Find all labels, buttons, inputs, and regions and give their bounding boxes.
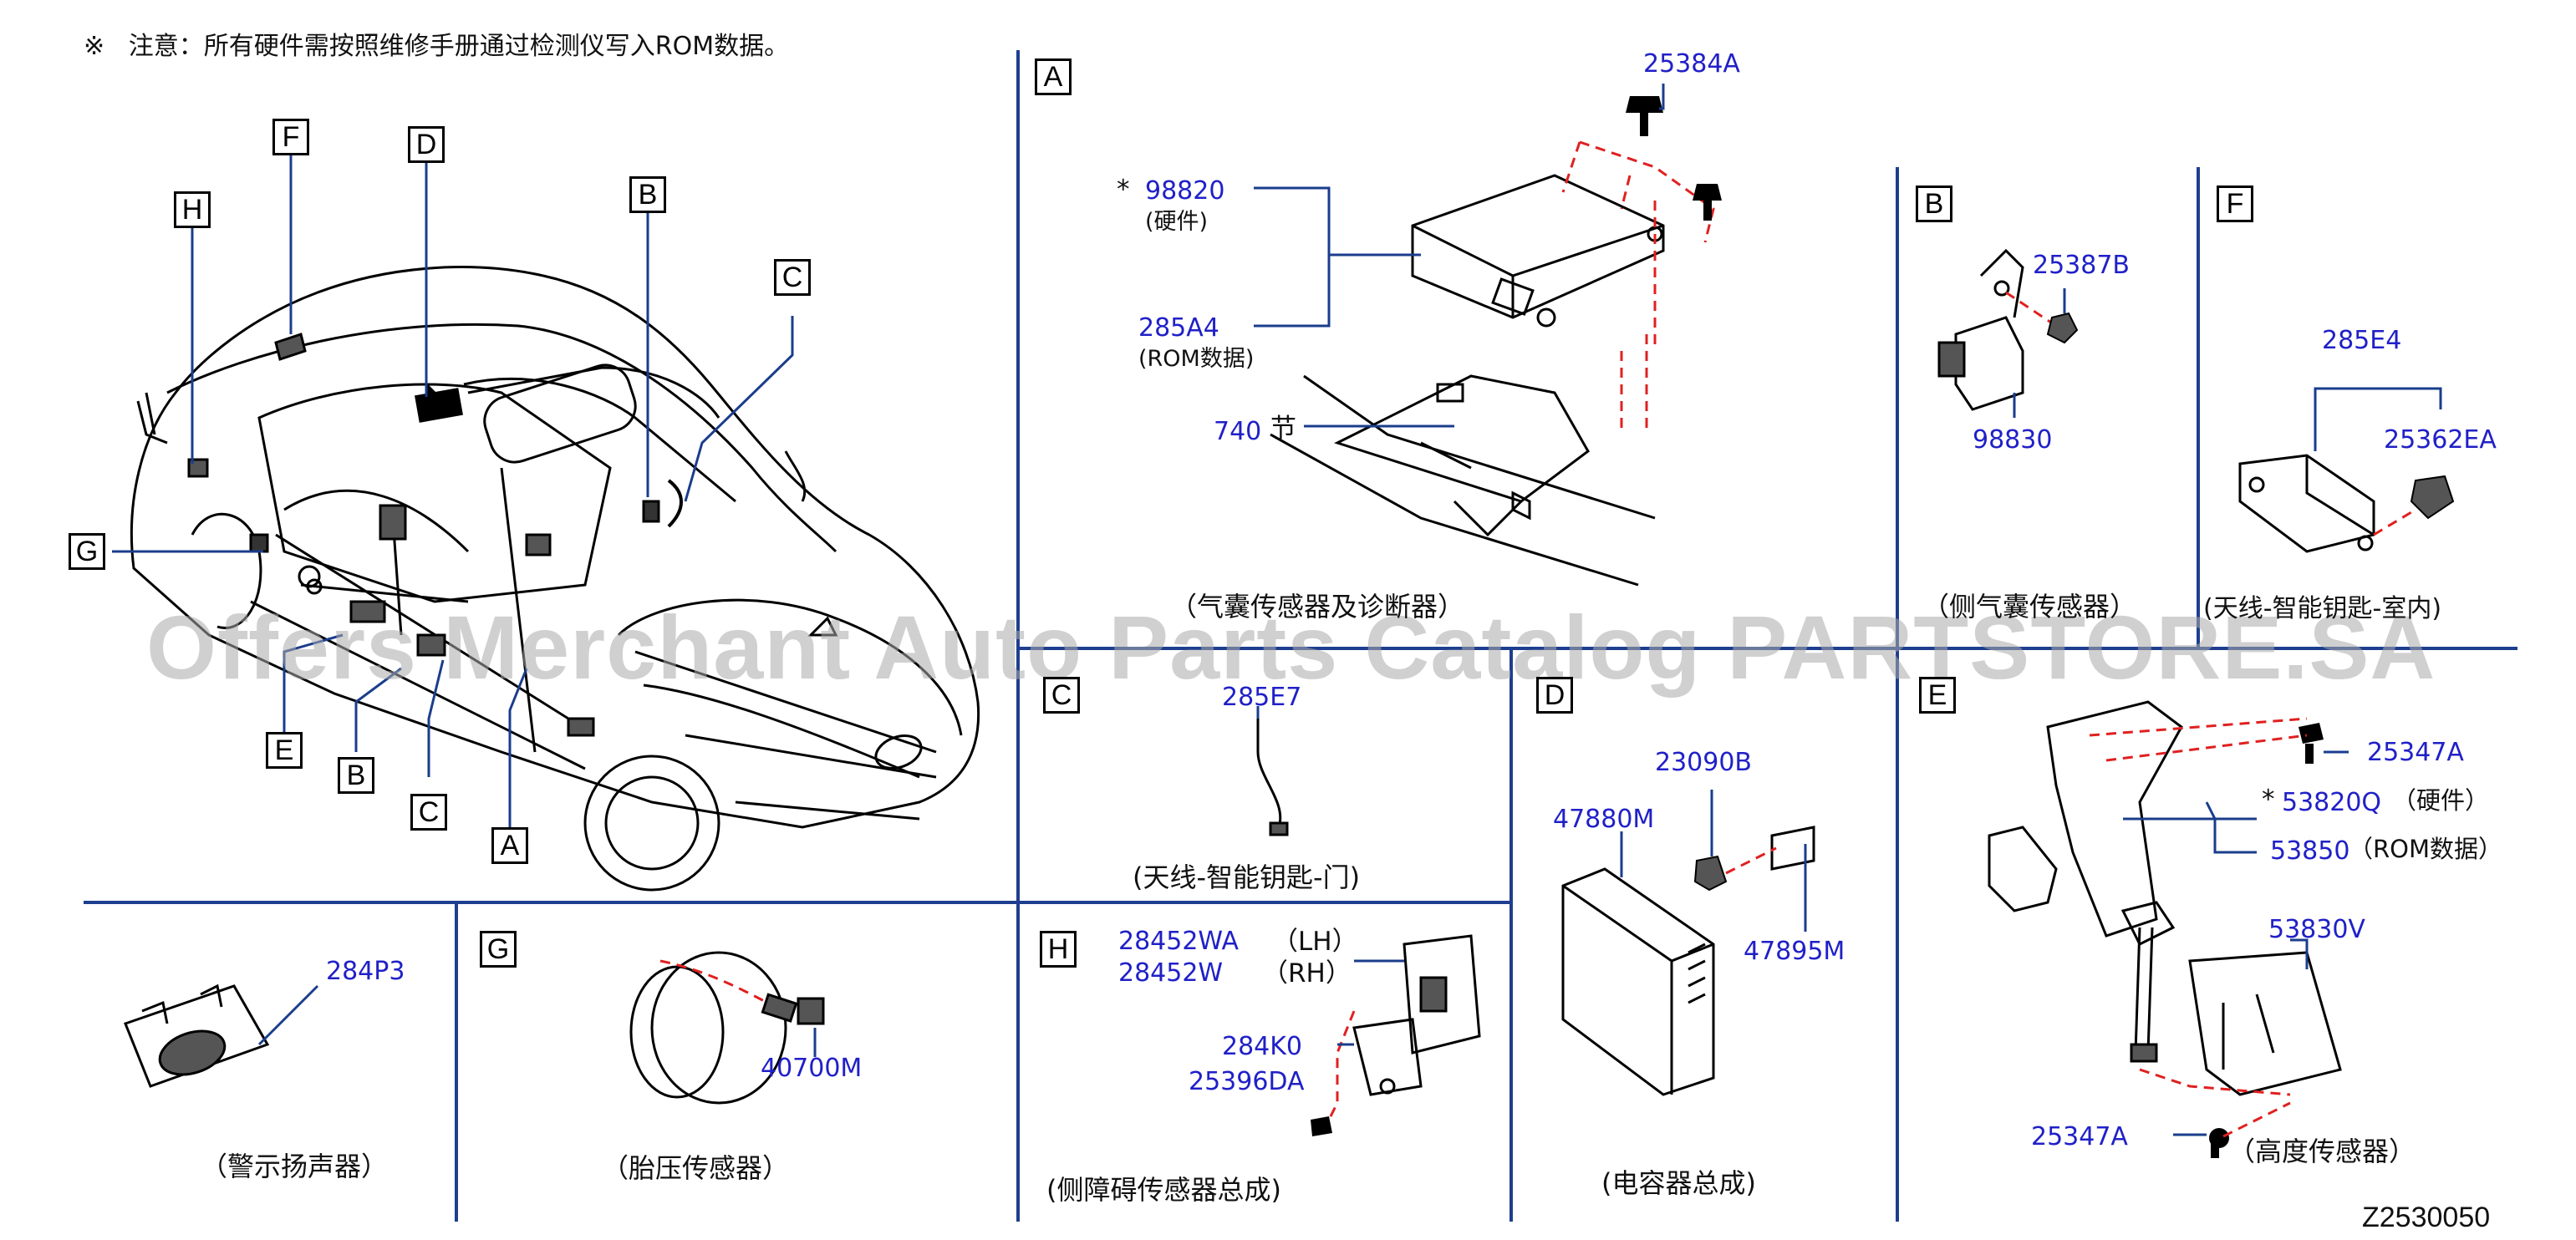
section-h-caption: (侧障碍传感器总成) (1046, 1174, 1281, 1206)
section-dividers (84, 50, 2517, 1222)
note-text: 注意：所有硬件需按照维修手册通过检测仪写入ROM数据。 (128, 32, 790, 61)
section-g-letter: G (480, 931, 517, 968)
part-47895m[interactable]: 47895M (1744, 937, 1845, 966)
side-obstacle-leaders (1337, 959, 1404, 1046)
part-53820q[interactable]: 53820Q (2282, 788, 2382, 817)
car-callout-b-bottom[interactable]: B (338, 757, 374, 794)
car-callout-h[interactable]: H (174, 191, 211, 228)
car-callout-b-top[interactable]: B (629, 176, 666, 213)
section-e-letter: E (1919, 677, 1956, 714)
note-banner: ※ 注意：所有硬件需按照维修手册通过检测仪写入ROM数据。 (84, 25, 789, 62)
part-53820q-note: （硬件） (2392, 786, 2490, 815)
side-airbag-leaders (2013, 288, 2066, 418)
height-sensor-leaders (2123, 750, 2349, 1136)
section-f-caption: (天线-智能钥匙-室内) (2203, 594, 2442, 623)
part-40700m[interactable]: 40700M (761, 1054, 863, 1083)
part-25347a-top[interactable]: 25347A (2367, 738, 2464, 767)
part-284k0[interactable]: 284K0 (1222, 1032, 1303, 1061)
part-53850-note: （ROM数据） (2349, 835, 2502, 863)
part-98830[interactable]: 98830 (1973, 425, 2053, 455)
section-a-star: * (1117, 175, 1130, 205)
part-53830v[interactable]: 53830V (2268, 915, 2365, 944)
note-mark: ※ (84, 32, 105, 61)
tire-sensor-dashed (659, 959, 768, 1004)
section-d-letter: D (1536, 677, 1573, 714)
diagram-code: Z2530050 (2362, 1202, 2491, 1233)
part-28452w[interactable]: 28452W (1118, 958, 1224, 988)
door-antenna-illustration (1256, 710, 1289, 836)
car-callout-e[interactable]: E (266, 732, 303, 769)
section-e-star: * (2262, 785, 2275, 815)
car-callout-c-bottom[interactable]: C (410, 794, 447, 831)
indoor-antenna-illustration (2238, 454, 2375, 553)
part-98820-note: (硬件) (1145, 209, 1209, 235)
capacitor-dashed (1725, 846, 1777, 875)
part-285a4[interactable]: 285A4 (1138, 313, 1219, 343)
section-e-caption: （高度传感器） (2228, 1136, 2416, 1167)
car-callout-g[interactable]: G (69, 533, 105, 570)
vehicle-illustration (130, 266, 980, 892)
car-leaders (112, 155, 794, 827)
capacitor-leaders (1620, 790, 1807, 932)
clip-25362EA (2410, 475, 2455, 520)
airbag-bolts (1626, 96, 1722, 221)
height-sensor-bolts (2209, 723, 2324, 1158)
car-callout-f[interactable]: F (272, 119, 309, 155)
part-23090b[interactable]: 23090B (1655, 748, 1753, 777)
part-740[interactable]: 740 (1214, 417, 1262, 446)
capacitor-illustration (1561, 826, 1815, 1096)
nut-23090B (1693, 855, 1728, 892)
part-285a4-note: (ROM数据) (1138, 346, 1255, 372)
section-a-letter: A (1035, 58, 1072, 95)
indoor-antenna-leaders (2314, 387, 2442, 451)
car-callout-d[interactable]: D (408, 126, 445, 163)
indoor-antenna-dashed (2373, 508, 2416, 536)
part-285e7[interactable]: 285E7 (1222, 683, 1302, 712)
part-285e4[interactable]: 285E4 (2322, 326, 2402, 355)
section-c-caption: (天线-智能钥匙-门) (1133, 861, 1361, 893)
section-d-caption: (电容器总成) (1601, 1167, 1756, 1199)
side-airbag-sensor-illustration (1937, 248, 2024, 411)
section-c-letter: C (1043, 677, 1080, 714)
warning-speaker-illustration (124, 983, 270, 1088)
airbag-sensor-dashed (1561, 140, 1715, 435)
side-obstacle-dashed (1319, 1010, 1356, 1137)
part-25347a-bottom[interactable]: 25347A (2031, 1122, 2128, 1151)
part-740-note: 节 (1270, 414, 1296, 444)
section-b-caption: （侧气囊传感器） (1922, 591, 2137, 623)
car-callout-a[interactable]: A (491, 827, 528, 864)
part-25362ea[interactable]: 25362EA (2384, 425, 2497, 455)
height-sensor-illustration (1988, 700, 2342, 1096)
car-callout-c-top[interactable]: C (774, 259, 811, 296)
nut-25387B (2046, 312, 2079, 344)
side-obstacle-sensor-illustration (1352, 934, 1481, 1096)
section-f-letter: F (2217, 185, 2253, 222)
section-h-letter: H (1040, 931, 1077, 968)
part-28452w-note: （RH） (1262, 958, 1352, 988)
part-25384a[interactable]: 25384A (1643, 49, 1740, 79)
part-25396da[interactable]: 25396DA (1189, 1067, 1305, 1096)
section-g-caption: （胎压传感器） (602, 1152, 790, 1184)
section-b-letter: B (1916, 185, 1952, 222)
part-28452wa-note: （LH） (1272, 927, 1358, 957)
part-53850[interactable]: 53850 (2270, 836, 2350, 866)
airbag-sensor-illustration (1270, 174, 1665, 587)
part-47880m[interactable]: 47880M (1553, 805, 1655, 834)
section-a-leaders (1254, 84, 1665, 428)
bolt-25396DA (1311, 1116, 1332, 1136)
part-28452wa[interactable]: 28452WA (1118, 927, 1239, 956)
side-airbag-dashed (2005, 291, 2057, 328)
part-25387b[interactable]: 25387B (2033, 251, 2131, 280)
part-98820[interactable]: 98820 (1145, 176, 1225, 206)
warning-speaker-caption: （警示扬声器） (201, 1151, 389, 1182)
height-sensor-dashed (2089, 717, 2308, 1138)
section-a-caption: （气囊传感器及诊断器） (1170, 591, 1465, 623)
part-284p3[interactable]: 284P3 (326, 957, 405, 986)
tire-sensor-illustration (629, 951, 825, 1105)
